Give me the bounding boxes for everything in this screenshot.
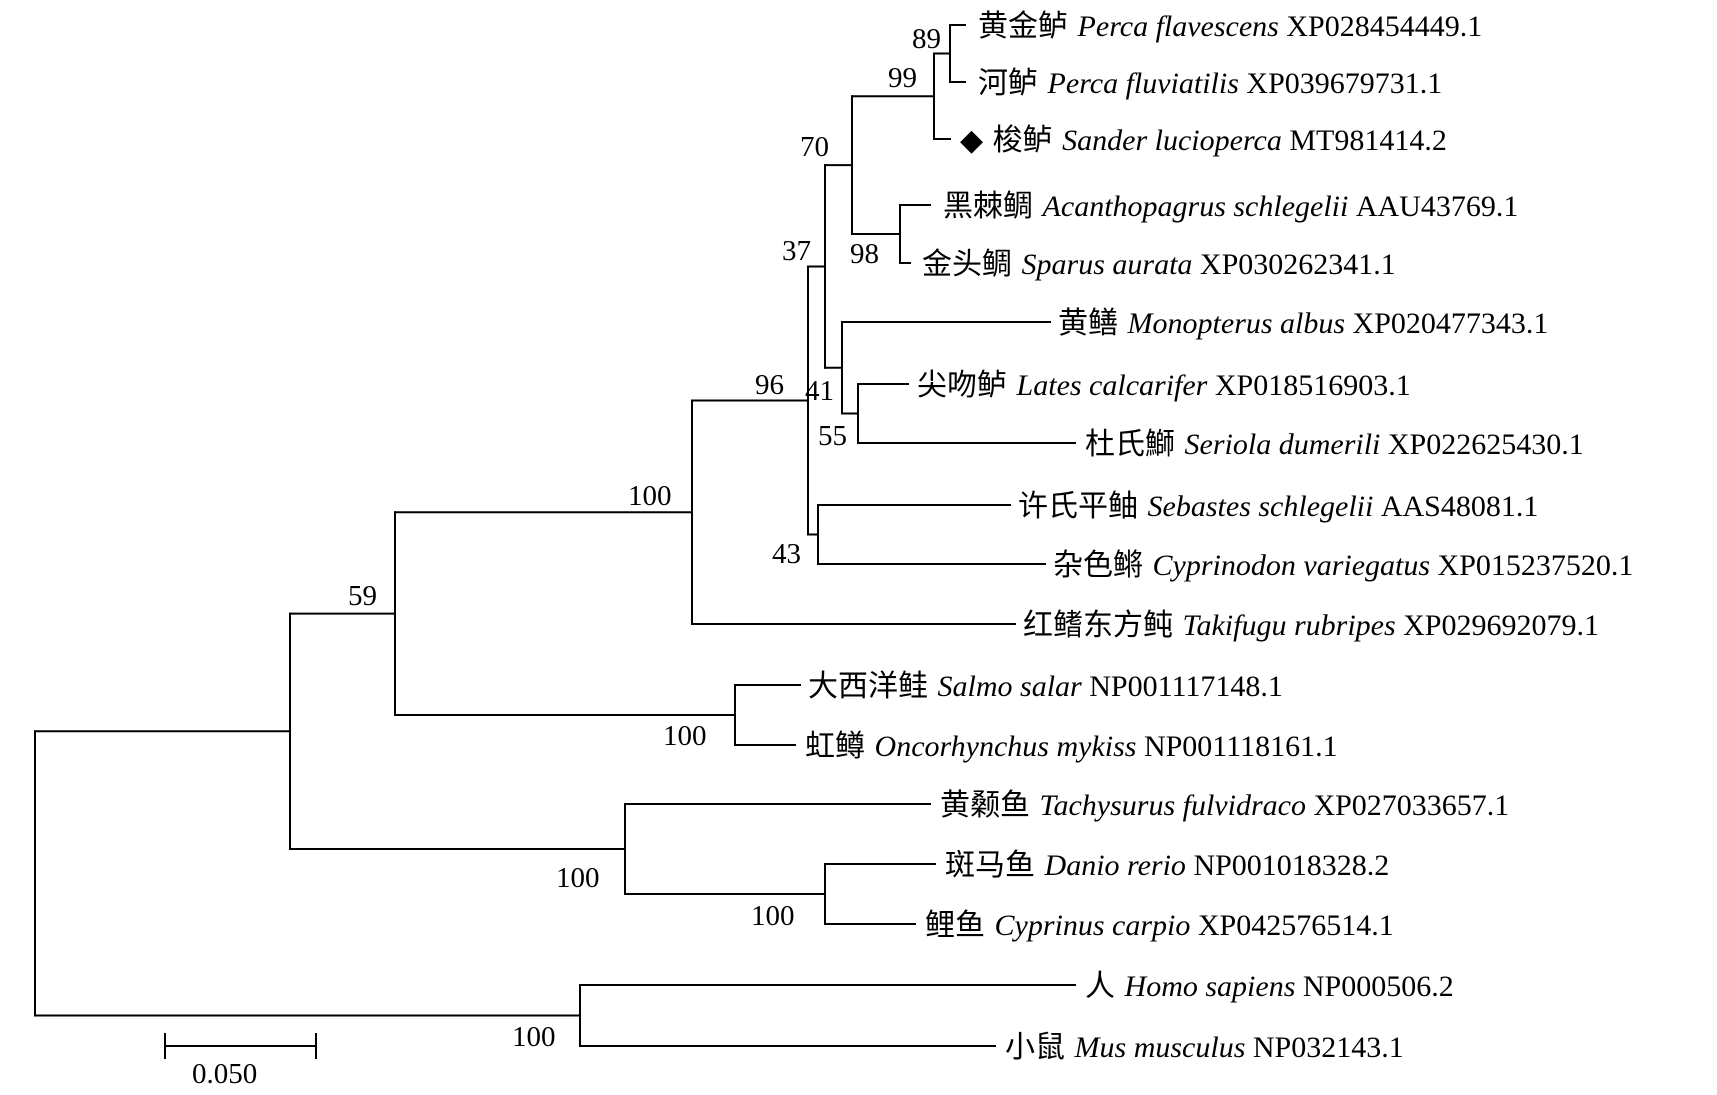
leaf-label-pflav: 黄金鲈 Perca flavescens XP028454449.1 (978, 9, 1482, 44)
leaf-common-name: 大西洋鲑 (808, 669, 938, 704)
leaf-label-cvar: 杂色鳉 Cyprinodon variegatus XP015237520.1 (1053, 548, 1633, 583)
leaf-scientific-name: Acanthopagrus schlegelii (1041, 190, 1356, 223)
leaf-scientific-name: Sander lucioperca (1062, 124, 1289, 157)
leaf-label-tful: 黄颡鱼 Tachysurus fulvidraco XP027033657.1 (940, 788, 1509, 823)
bootstrap-percinae: 99 (888, 62, 917, 94)
bootstrap-cyprin: 100 (751, 900, 795, 932)
leaf-common-name: 虹鳟 (805, 729, 875, 764)
bootstrap-n59: 59 (348, 580, 377, 612)
leaf-accession: NP001117148.1 (1089, 670, 1283, 703)
diamond-marker-icon: ◆ (960, 123, 993, 158)
leaf-accession: XP027033657.1 (1313, 789, 1509, 822)
leaf-label-hsap: 人 Homo sapiens NP000506.2 (1085, 969, 1454, 1004)
leaf-accession: XP042576514.1 (1198, 909, 1394, 942)
scale-bar-label: 0.050 (192, 1058, 257, 1090)
leaf-scientific-name: Salmo salar (938, 670, 1090, 703)
tree-branches (34, 24, 1076, 1047)
leaf-label-asch: 黑棘鲷 Acanthopagrus schlegelii AAU43769.1 (943, 189, 1518, 224)
leaf-scientific-name: Mus musculus (1074, 1031, 1253, 1064)
leaf-accession: XP020477343.1 (1353, 307, 1549, 340)
leaf-common-name: 鲤鱼 (925, 908, 995, 943)
leaf-label-pfluv: 河鲈 Perca fluviatilis XP039679731.1 (978, 66, 1442, 101)
leaf-accession: AAS48081.1 (1381, 490, 1539, 523)
leaf-label-ssal: 大西洋鲑 Salmo salar NP001117148.1 (808, 669, 1283, 704)
leaf-scientific-name: Tachysurus fulvidraco (1040, 789, 1314, 822)
bootstrap-n96: 96 (755, 369, 784, 401)
leaf-label-ssch: 许氏平鲉 Sebastes schlegelii AAS48081.1 (1018, 489, 1538, 524)
leaf-accession: NP032143.1 (1253, 1031, 1404, 1064)
leaf-common-name: 斑马鱼 (945, 848, 1045, 883)
leaf-common-name: 人 (1085, 969, 1125, 1004)
leaf-common-name: 梭鲈 (993, 123, 1063, 158)
bootstrap-perca: 89 (912, 23, 941, 55)
leaf-label-omyk: 虹鳟 Oncorhynchus mykiss NP001118161.1 (805, 729, 1338, 764)
bootstrap-values: 89 99 70 98 37 55 41 43 96 100 100 59 100 100 100 (348, 23, 941, 1053)
leaf-scientific-name: Takifugu rubripes (1183, 609, 1404, 642)
leaf-accession: NP001118161.1 (1144, 730, 1338, 763)
bootstrap-salmon: 100 (663, 720, 707, 752)
leaf-accession: XP030262341.1 (1200, 248, 1396, 281)
leaf-scientific-name: Lates calcarifer (1016, 369, 1215, 402)
bootstrap-n43: 43 (772, 538, 801, 570)
leaf-accession: XP028454449.1 (1286, 10, 1482, 43)
leaf-accession: NP001018328.2 (1193, 849, 1389, 882)
leaf-accession: XP022625430.1 (1388, 428, 1584, 461)
bootstrap-sparidae: 98 (850, 238, 879, 270)
leaf-scientific-name: Monopterus albus (1127, 307, 1353, 340)
leaf-labels: 黄金鲈 Perca flavescens XP028454449.1 河鲈 Per… (805, 9, 1633, 1065)
bootstrap-n70: 70 (800, 131, 829, 163)
leaf-common-name: 杂色鳉 (1053, 548, 1153, 583)
leaf-label-ccar: 鲤鱼 Cyprinus carpio XP042576514.1 (925, 908, 1394, 943)
bootstrap-n41: 41 (805, 375, 834, 407)
leaf-accession: AAU43769.1 (1356, 190, 1519, 223)
leaf-accession: XP015237520.1 (1438, 549, 1634, 582)
bootstrap-n100a: 100 (628, 480, 672, 512)
bootstrap-mammal: 100 (512, 1021, 556, 1053)
leaf-common-name: 黄金鲈 (978, 9, 1078, 44)
leaf-scientific-name: Cyprinodon variegatus (1153, 549, 1438, 582)
leaf-scientific-name: Perca fluviatilis (1047, 67, 1247, 100)
leaf-label-sluc: ◆ 梭鲈 Sander lucioperca MT981414.2 (960, 123, 1447, 158)
bootstrap-n55: 55 (818, 420, 847, 452)
leaf-label-saur: 金头鲷 Sparus aurata XP030262341.1 (922, 247, 1396, 282)
leaf-common-name: 黄颡鱼 (940, 788, 1040, 823)
leaf-accession: MT981414.2 (1289, 124, 1447, 157)
leaf-scientific-name: Danio rerio (1044, 849, 1194, 882)
leaf-accession: NP000506.2 (1303, 970, 1454, 1003)
leaf-accession: XP029692079.1 (1403, 609, 1599, 642)
leaf-common-name: 尖吻鲈 (917, 368, 1017, 403)
leaf-label-lcal: 尖吻鲈 Lates calcarifer XP018516903.1 (917, 368, 1411, 403)
leaf-label-drer: 斑马鱼 Danio rerio NP001018328.2 (945, 848, 1389, 883)
scale-bar: 0.050 (164, 1033, 317, 1090)
leaf-label-malb: 黄鳝 Monopterus albus XP020477343.1 (1058, 306, 1548, 341)
leaf-common-name: 许氏平鲉 (1018, 489, 1148, 524)
bootstrap-n100b: 100 (556, 862, 600, 894)
leaf-common-name: 金头鲷 (922, 247, 1022, 282)
leaf-scientific-name: Sebastes schlegelii (1148, 490, 1381, 523)
leaf-scientific-name: Oncorhynchus mykiss (875, 730, 1144, 763)
leaf-label-sdum: 杜氏鰤 Seriola dumerili XP022625430.1 (1085, 427, 1584, 462)
leaf-common-name: 杜氏鰤 (1085, 427, 1185, 462)
leaf-scientific-name: Sparus aurata (1022, 248, 1200, 281)
leaf-common-name: 黑棘鲷 (943, 189, 1043, 224)
leaf-label-mmus: 小鼠 Mus musculus NP032143.1 (1005, 1030, 1404, 1065)
leaf-accession: XP039679731.1 (1246, 67, 1442, 100)
leaf-common-name: 河鲈 (978, 66, 1048, 101)
leaf-common-name: 红鳍东方鲀 (1023, 608, 1183, 643)
leaf-common-name: 小鼠 (1005, 1030, 1075, 1065)
leaf-scientific-name: Cyprinus carpio (995, 909, 1198, 942)
bootstrap-n37: 37 (782, 235, 811, 267)
leaf-scientific-name: Seriola dumerili (1185, 428, 1388, 461)
leaf-common-name: 黄鳝 (1058, 306, 1128, 341)
leaf-label-trub: 红鳍东方鲀 Takifugu rubripes XP029692079.1 (1023, 608, 1599, 643)
leaf-scientific-name: Perca flavescens (1077, 10, 1287, 43)
leaf-scientific-name: Homo sapiens (1124, 970, 1303, 1003)
leaf-accession: XP018516903.1 (1215, 369, 1411, 402)
